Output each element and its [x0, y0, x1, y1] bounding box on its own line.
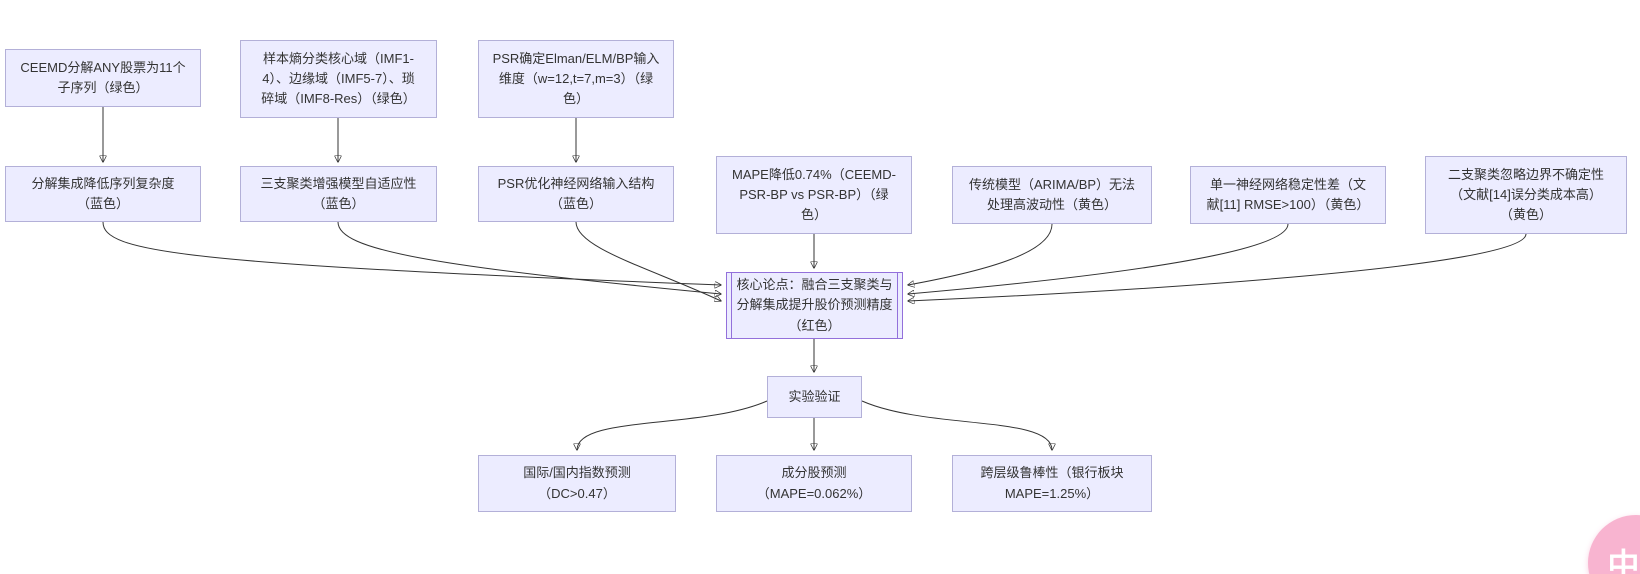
- edge-c6-core: [908, 223, 1289, 294]
- node-traditional-model-limits: 传统模型（ARIMA/BP）无法 处理高波动性（黄色）: [952, 166, 1152, 224]
- node-single-nn-instability-label: 单一神经网络稳定性差（文 献[11] RMSE>100）（黄色）: [1206, 176, 1370, 212]
- node-core-thesis-label: 核心论点：融合三支聚类与 分解集成提升股价预测精度 （红色）: [736, 277, 893, 333]
- node-experiment-validation: 实验验证: [767, 376, 862, 418]
- node-mape-reduction: MAPE降低0.74%（CEEMD- PSR-BP vs PSR-BP）（绿 色…: [716, 156, 912, 234]
- node-mape-reduction-label: MAPE降低0.74%（CEEMD- PSR-BP vs PSR-BP）（绿 色…: [732, 166, 896, 223]
- edge-c3-core: [575, 221, 721, 301]
- edge-c2-core: [337, 221, 721, 294]
- edge-c7-core: [908, 233, 1527, 301]
- node-ceemd-decompose-label: CEEMD分解ANY股票为11个 子序列（绿色）: [20, 59, 186, 95]
- node-index-prediction: 国际/国内指数预测 （DC>0.47）: [478, 455, 676, 512]
- node-sample-entropy-label: 样本熵分类核心域（IMF1- 4）、边缘域（IMF5-7）、琐 碎域（IMF8-…: [261, 50, 416, 107]
- node-single-nn-instability: 单一神经网络稳定性差（文 献[11] RMSE>100）（黄色）: [1190, 166, 1386, 224]
- edge-c1-core: [102, 221, 721, 285]
- node-psr-structure: PSR优化神经网络输入结构 （蓝色）: [478, 166, 674, 222]
- node-core-thesis: 核心论点：融合三支聚类与 分解集成提升股价预测精度 （红色）: [726, 272, 903, 339]
- node-psr-structure-label: PSR优化神经网络输入结构 （蓝色）: [497, 175, 655, 211]
- node-traditional-model-limits-label: 传统模型（ARIMA/BP）无法 处理高波动性（黄色）: [968, 176, 1136, 212]
- node-index-prediction-label: 国际/国内指数预测 （DC>0.47）: [523, 465, 631, 501]
- edge-c5-core: [908, 223, 1053, 285]
- node-psr-dimension: PSR确定Elman/ELM/BP输入 维度（w=12,t=7,m=3）（绿 色…: [478, 40, 674, 118]
- node-cross-level-robustness: 跨层级鲁棒性（银行板块 MAPE=1.25%）: [952, 455, 1152, 512]
- node-psr-dimension-label: PSR确定Elman/ELM/BP输入 维度（w=12,t=7,m=3）（绿 色…: [492, 50, 660, 107]
- node-two-way-cluster-limits: 二支聚类忽略边界不确定性 （文献[14]误分类成本高） （黄色）: [1425, 156, 1627, 234]
- node-two-way-cluster-limits-label: 二支聚类忽略边界不确定性 （文献[14]误分类成本高） （黄色）: [1447, 166, 1604, 223]
- node-three-way-adaptivity-label: 三支聚类增强模型自适应性 （蓝色）: [260, 175, 417, 211]
- edge-exp-f3: [861, 400, 1052, 450]
- node-cross-level-robustness-label: 跨层级鲁棒性（银行板块 MAPE=1.25%）: [980, 465, 1124, 501]
- translate-icon: 中A: [1607, 547, 1640, 574]
- node-decomposition-complexity-label: 分解集成降低序列复杂度 （蓝色）: [31, 175, 175, 211]
- translate-button[interactable]: 中A: [1588, 515, 1640, 574]
- edge-exp-f1: [577, 400, 768, 450]
- node-sample-entropy: 样本熵分类核心域（IMF1- 4）、边缘域（IMF5-7）、琐 碎域（IMF8-…: [240, 40, 437, 118]
- node-three-way-adaptivity: 三支聚类增强模型自适应性 （蓝色）: [240, 166, 437, 222]
- node-decomposition-complexity: 分解集成降低序列复杂度 （蓝色）: [5, 166, 201, 222]
- node-ceemd-decompose: CEEMD分解ANY股票为11个 子序列（绿色）: [5, 49, 201, 107]
- node-experiment-validation-label: 实验验证: [788, 388, 841, 404]
- node-constituent-stock-prediction-label: 成分股预测 （MAPE=0.062%）: [756, 465, 872, 501]
- node-constituent-stock-prediction: 成分股预测 （MAPE=0.062%）: [716, 455, 912, 512]
